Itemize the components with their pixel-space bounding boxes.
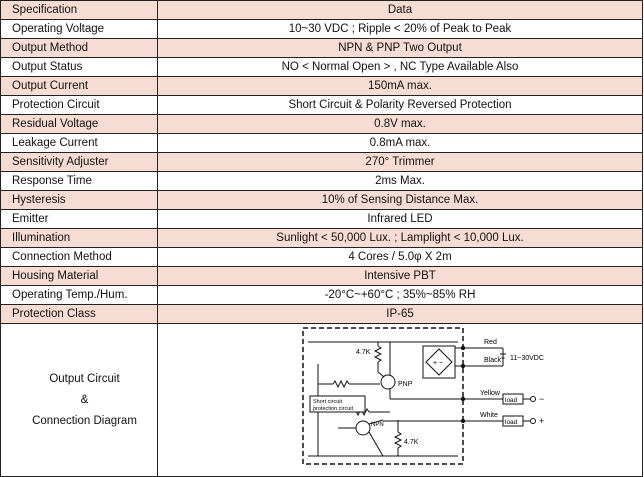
short-box-line2: protection circuit: [313, 406, 354, 412]
spec-name: Leakage Current: [0, 133, 158, 153]
r2-label: 4.7K: [404, 439, 419, 446]
spec-name: Protection Class: [0, 304, 158, 324]
resistor-r1: [373, 345, 383, 363]
short-box-line1: Short circuit: [313, 399, 343, 405]
spec-value: Short Circuit & Polarity Reversed Protec…: [157, 95, 643, 115]
spec-value: Infrared LED: [157, 209, 643, 229]
diagram-label-line3: Connection Diagram: [32, 414, 137, 427]
table-header-row: Specification Data: [0, 0, 643, 20]
spec-value: 4 Cores / 5.0φ X 2m: [157, 247, 643, 267]
bridge-rectifier: [425, 348, 453, 376]
bridge-rectifier-frame: [422, 345, 456, 379]
supply-label: 11~30VDC: [510, 355, 544, 362]
spec-value: 10~30 VDC ; Ripple < 20% of Peak to Peak: [157, 19, 643, 39]
spec-value: 150mA max.: [157, 76, 643, 96]
header-data: Data: [157, 0, 643, 20]
spec-name: Operating Temp./Hum.: [0, 285, 158, 305]
spec-value: Intensive PBT: [157, 266, 643, 286]
resistor-r2: [393, 431, 403, 449]
spec-value: NPN & PNP Two Output: [157, 38, 643, 58]
spec-value: NO < Normal Open > , NC Type Available A…: [157, 57, 643, 77]
spec-name: Operating Voltage: [0, 19, 158, 39]
resistor-r3: [332, 379, 350, 389]
wire-red-label: Red: [484, 339, 497, 346]
load1-label: load: [505, 397, 518, 404]
spec-name: Illumination: [0, 228, 158, 248]
spec-name: Output Method: [0, 38, 158, 58]
spec-name: Housing Material: [0, 266, 158, 286]
spec-value: Sunlight < 50,000 Lux. ; Lamplight < 10,…: [157, 228, 643, 248]
spec-name: Sensitivity Adjuster: [0, 152, 158, 172]
spec-value: 10% of Sensing Distance Max.: [157, 190, 643, 210]
npn-transistor: [355, 420, 371, 436]
wire-yellow-label: Yellow: [480, 390, 501, 397]
bridge-symbol: + −: [433, 360, 443, 367]
sensor-enclosure-outline: [302, 327, 464, 465]
spec-name: Response Time: [0, 171, 158, 191]
spec-value: -20°C~+60°C ; 35%~85% RH: [157, 285, 643, 305]
terminal-plus: [530, 418, 536, 424]
minus-label: −: [539, 394, 544, 404]
spec-value: 0.8mA max.: [157, 133, 643, 153]
pnp-transistor: [380, 374, 396, 390]
spec-name: Protection Circuit: [0, 95, 158, 115]
spec-value: 270° Trimmer: [157, 152, 643, 172]
short-circuit-box: [309, 395, 366, 413]
spec-name: Residual Voltage: [0, 114, 158, 134]
r1-label: 4.7K: [356, 349, 371, 356]
spec-name: Output Current: [0, 76, 158, 96]
spec-name: Hysteresis: [0, 190, 158, 210]
diagram-label: Output Circuit & Connection Diagram: [12, 369, 157, 432]
terminal-minus: [530, 396, 536, 402]
spec-name: Emitter: [0, 209, 158, 229]
wire-black-label: Black: [484, 357, 502, 364]
diagram-label-cell: Output Circuit & Connection Diagram: [0, 323, 158, 477]
diagram-label-line2: &: [80, 393, 89, 406]
pnp-label: PNP: [398, 381, 413, 388]
diagram-label-line1: Output Circuit: [49, 372, 120, 385]
spec-value: 0.8V max.: [157, 114, 643, 134]
load2-label: load: [505, 419, 518, 426]
table-row: Operating Temp./Hum.-20°C~+60°C ; 35%~85…: [0, 285, 643, 305]
diagram-cell: 4.7K PNP Short circuit protection circ: [157, 323, 643, 477]
spec-name: Connection Method: [0, 247, 158, 267]
wire-white-label: White: [480, 412, 498, 419]
plus-label: +: [539, 416, 544, 426]
header-specification: Specification: [0, 0, 158, 20]
diagram-row: Output Circuit & Connection Diagram 4.7K: [0, 323, 643, 477]
spec-name: Output Status: [0, 57, 158, 77]
npn-label: NPN: [371, 422, 384, 428]
output-circuit-diagram: 4.7K PNP Short circuit protection circ: [302, 327, 544, 465]
spec-value: IP-65: [157, 304, 643, 324]
spec-value: 2ms Max.: [157, 171, 643, 191]
